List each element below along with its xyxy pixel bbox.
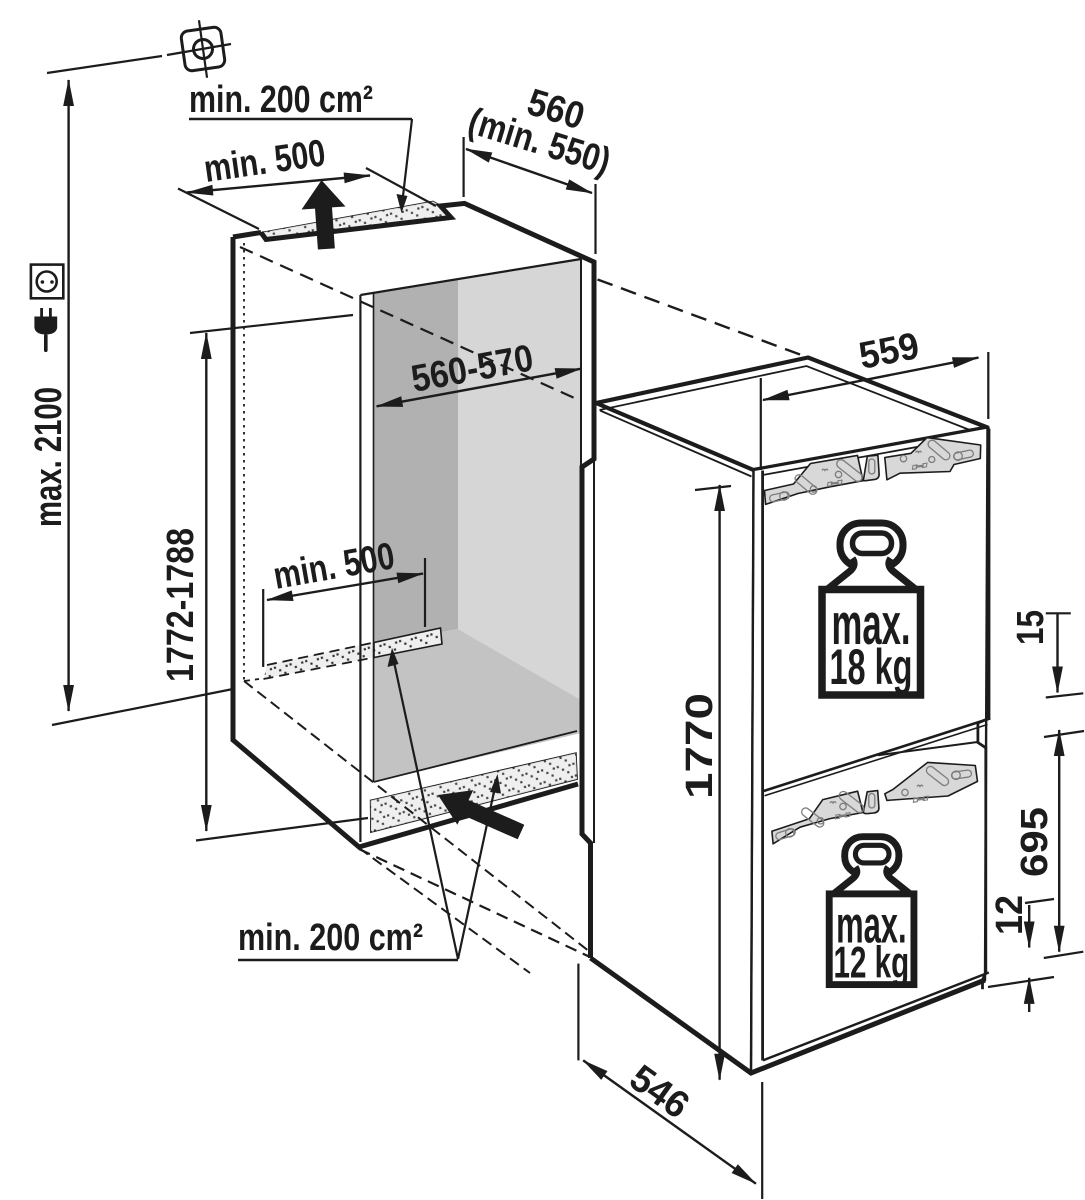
svg-text:max.: max. — [836, 895, 907, 953]
svg-text:min. 200 cm²: min. 200 cm² — [238, 917, 423, 959]
svg-text:12 kg: 12 kg — [834, 939, 910, 988]
svg-text:15: 15 — [1010, 610, 1052, 645]
svg-text:1770: 1770 — [679, 693, 721, 799]
svg-text:max. 2100: max. 2100 — [28, 387, 70, 527]
svg-text:1772-1788: 1772-1788 — [160, 528, 202, 682]
svg-text:max.: max. — [832, 592, 911, 657]
svg-text:12: 12 — [989, 895, 1031, 935]
svg-text:min. 200 cm²: min. 200 cm² — [189, 79, 373, 121]
svg-text:18 kg: 18 kg — [830, 639, 913, 695]
svg-text:695: 695 — [1014, 807, 1056, 877]
